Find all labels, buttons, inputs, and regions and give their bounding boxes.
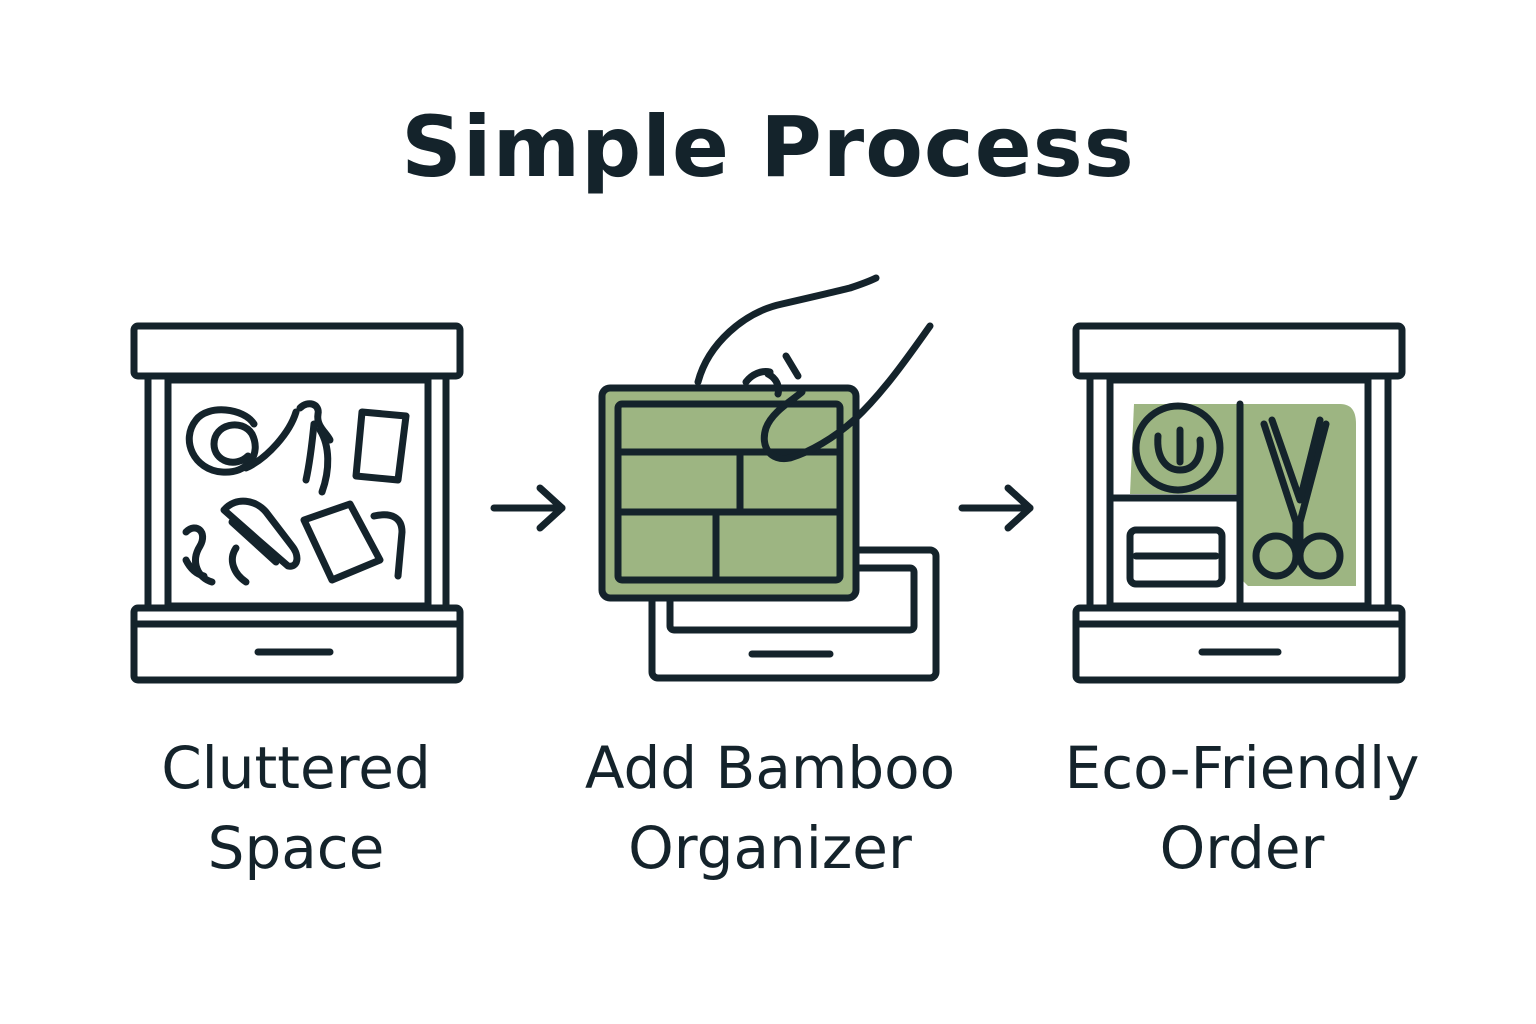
clutter-items-icon <box>182 400 410 586</box>
page-title: Simple Process <box>401 98 1135 196</box>
step-label-line: Eco-Friendly <box>1064 734 1420 802</box>
arrow-right-icon <box>958 484 1034 532</box>
step-label-line: Add Bamboo <box>584 734 956 802</box>
step-label-line: Cluttered <box>161 734 431 802</box>
organized-drawer-icon <box>1072 322 1406 684</box>
tape-roll-icon <box>1132 402 1224 494</box>
step-label-cluttered: Cluttered Space <box>66 728 526 888</box>
step-label-line: Order <box>1159 814 1325 882</box>
cluttered-drawer-icon <box>130 322 464 684</box>
storage-box-icon <box>1126 526 1226 588</box>
step-label-eco-order: Eco-Friendly Order <box>1012 728 1472 888</box>
step-label-add-organizer: Add Bamboo Organizer <box>540 728 1000 888</box>
arrow-right-icon <box>490 484 566 532</box>
bamboo-organizer-icon <box>598 384 860 602</box>
scissors-icon <box>1252 416 1344 580</box>
hand-icon <box>694 274 934 463</box>
step-label-line: Space <box>207 814 385 882</box>
step-label-line: Organizer <box>628 814 912 882</box>
hand-adding-organizer-icon <box>598 274 940 682</box>
